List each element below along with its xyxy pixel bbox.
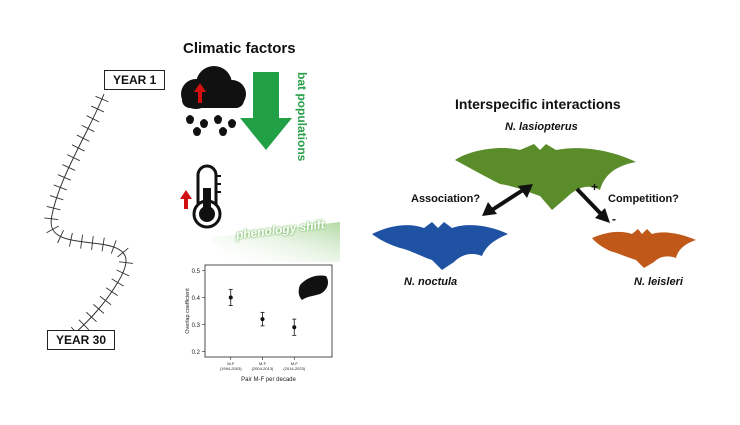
competition-arrow [575,187,610,223]
bat-silhouette-icon [298,275,328,300]
y-axis-label: Overlap coefficient [185,288,191,334]
timeline-tick [91,236,94,251]
timeline-tick [95,95,109,103]
association-arrow [482,184,533,216]
temperature-up-arrow-icon [180,190,192,209]
timeline-tick [66,154,80,162]
timeline-tick [99,295,112,306]
timeline-ticks [44,95,133,338]
bat-green [455,144,636,210]
timeline-tick [86,115,100,123]
year-end-label: YEAR 30 [47,330,116,350]
rain-up-arrow-icon [194,83,206,103]
timeline-tick [57,174,71,181]
timeline-tick [57,229,64,244]
timeline-tick [86,311,97,323]
overlap-chart: 0.20.30.40.5M-F(1994-2003)M-F(2004-2013)… [185,264,333,383]
phenology-wedge [210,222,340,262]
timeline-tick [91,105,105,113]
timeline-tick [69,232,73,247]
climatic-factors-title: Climatic factors [183,40,296,57]
timeline [44,93,133,344]
x-tick-label: (2014-2023) [283,366,305,371]
x-tick-label: (1994-2003) [220,366,242,371]
timeline-tick [118,261,133,264]
timeline-tick [71,144,85,152]
interactions-title: Interspecific interactions [455,96,621,112]
timeline-tick [116,269,130,277]
timeline-tick [80,234,83,249]
association-label: Association? [411,193,481,205]
timeline-tick [81,124,95,133]
thermometer-icon [192,164,222,229]
x-axis-label: Pair M-F per decade [241,377,296,383]
year-start-label: YEAR 1 [104,70,166,90]
x-tick-label: M-F [259,361,267,366]
y-tick-label: 0.3 [192,323,201,329]
y-tick-label: 0.2 [192,350,201,356]
minus-sign-label: - [612,212,616,226]
x-tick-label: M-F [227,361,235,366]
timeline-tick [49,195,64,201]
timeline-tick [78,319,90,331]
timeline-tick [111,278,124,287]
competition-label: Competition? [608,193,679,205]
species-right-label: N. leisleri [634,276,683,288]
timeline-tick [46,225,60,234]
timeline-tick [76,134,90,142]
bat-populations-label: bat populations [295,72,309,162]
timeline-tick [110,240,117,254]
timeline-tick [117,247,129,258]
x-tick-label: M-F [291,361,299,366]
species-left-label: N. noctula [404,276,458,288]
timeline-tick [44,217,59,220]
timeline-tick [101,237,105,252]
decline-arrow [240,72,292,150]
timeline-tick [46,205,61,211]
plus-sign-label: + [591,180,599,194]
y-tick-label: 0.5 [192,269,201,275]
data-point [292,325,297,330]
timeline-tick [53,184,67,191]
y-tick-label: 0.4 [192,296,201,302]
timeline-tick [62,164,76,171]
bat-orange [592,229,696,268]
timeline-tick [105,287,118,296]
timeline-tick [93,304,105,314]
timeline-curve [50,93,127,337]
species-center-label: N. lasiopterus [505,121,578,133]
x-tick-label: (2004-2013) [252,366,274,371]
rain-cloud-icon [181,66,246,136]
data-point [260,317,265,322]
bat-blue [372,222,508,270]
data-point [228,295,233,300]
